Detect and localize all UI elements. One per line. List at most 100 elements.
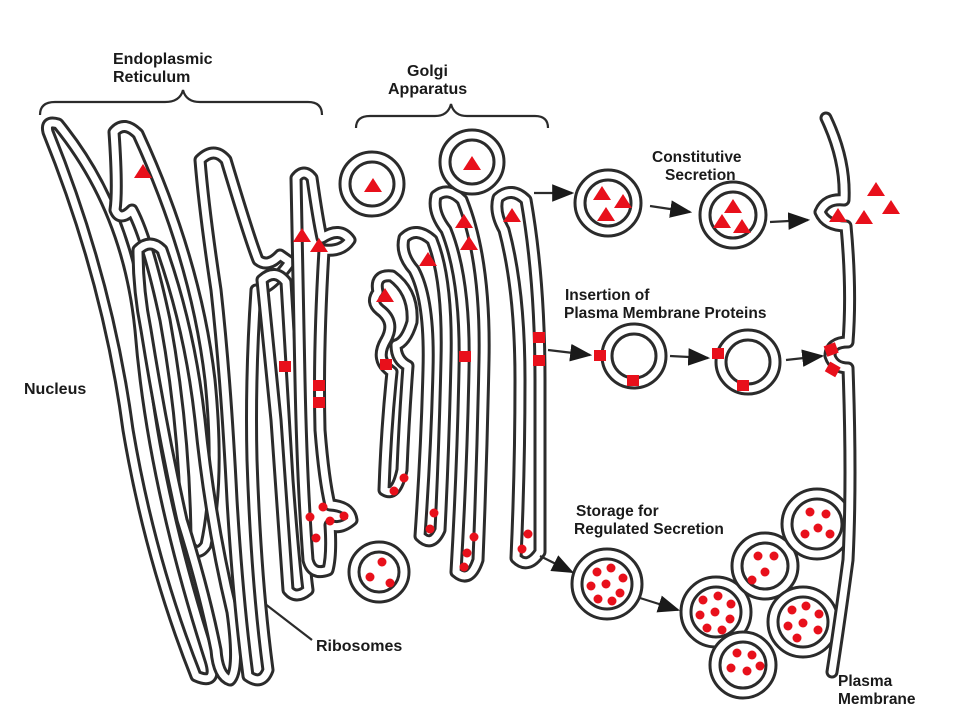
cargo-dot [801,601,811,611]
cargo-triangle [419,252,437,266]
golgi-label-line2: Apparatus [388,81,467,98]
er-label-line2: Reticulum [113,69,190,86]
cargo-dot [695,610,705,620]
er-bracket [38,89,324,116]
cargo-dot [469,532,479,542]
cargo-dot [800,529,810,539]
cargo-dot [615,588,625,598]
cargo-triangle [597,207,615,221]
cargo-dot [792,633,802,643]
cargo-dot [760,567,770,577]
cargo-triangle [882,200,900,214]
regulated-granule-cargo [305,473,835,676]
cargo-triangle [376,288,394,302]
cargo-dot [592,567,602,577]
arrow-storage-1-to-2 [639,595,681,613]
golgi-cisterna-1 [368,269,419,499]
cargo-dot [365,572,375,582]
membrane-protein-vesicle-1 [600,322,668,390]
cargo-dot [798,618,808,628]
cargo-triangle [713,214,731,228]
constitutive-label-line1: Constitutive [652,149,742,166]
cargo-triangle [293,228,311,242]
cargo-dot [325,516,335,526]
cargo-square [459,351,471,362]
cargo-dot [742,666,752,676]
cargo-triangle [855,210,873,224]
arrow-constitutive-to-membrane [769,212,811,230]
cargo-triangle [455,214,473,228]
cargo-dot [710,607,720,617]
cargo-dot [725,614,735,624]
cargo-triangle [364,178,382,192]
cargo-dot [318,502,328,512]
secretory-granule-6 [708,630,778,700]
cargo-triangle [460,236,478,250]
rough-er-cisterna-2 [131,237,243,687]
cargo-dot [601,579,611,589]
cargo-dot [606,563,616,573]
secretory-granule-1 [570,547,644,621]
cargo-dot [389,486,399,496]
cargo-dot [593,594,603,604]
er-label-line1: Endoplasmic [113,51,213,68]
cargo-triangle [614,194,632,208]
cargo-dot [717,625,727,635]
arrow-golgi-to-insertion [547,343,593,362]
cargo-dot [753,551,763,561]
arrow-golgi-to-storage [539,555,574,573]
ribosomes-label: Ribosomes [316,638,402,655]
insertion-label-line2: Plasma Membrane Proteins [564,305,766,322]
cargo-square [533,332,545,343]
cargo-dot [825,529,835,539]
secretory-protein-cargo [134,156,900,302]
cargo-dot [747,575,757,585]
cargo-dot [702,623,712,633]
cargo-dot [517,544,527,554]
cargo-dot [813,625,823,635]
cargo-square [533,355,545,366]
cargo-dot [726,663,736,673]
cargo-dot [747,650,757,660]
rough-er-cisterna-3 [193,146,297,687]
cargo-dot [787,605,797,615]
cargo-triangle [593,186,611,200]
plasma-membrane-label-line1: Plasma [838,673,893,690]
cargo-dot [586,581,596,591]
cargo-dot [377,557,387,567]
plasma-membrane-label-line2: Membrane [838,691,916,708]
constitutive-vesicle-2 [698,180,768,250]
cargo-dot [755,661,765,671]
cargo-dot [429,508,439,518]
membrane-protein-cargo [279,332,841,408]
cargo-dot [305,512,315,522]
cargo-triangle [310,238,328,252]
storage-label-line2: Regulated Secretion [574,521,724,538]
cargo-square [594,350,606,361]
golgi-bracket [354,103,550,129]
cargo-dot [814,609,824,619]
golgi-cisterna-4 [490,186,547,570]
nuclear-envelope [41,116,219,686]
cargo-square [627,375,639,386]
golgi-cisterna-2 [396,226,453,548]
cargo-dot [805,507,815,517]
cargo-dot [399,473,409,483]
transitional-er-cisterna [289,166,359,579]
cargo-dot [821,509,831,519]
cargo-dot [607,596,617,606]
cargo-dot [462,548,472,558]
cargo-dot [425,524,435,534]
rough-er-cisterna-4 [255,268,315,602]
cargo-triangle [867,182,885,196]
cargo-dot [783,621,793,631]
secretory-granule-2 [679,575,753,649]
transport-vesicle-2 [438,128,506,196]
cargo-dot [618,573,628,583]
cargo-triangle [724,199,742,213]
arrow-insertion-1-to-2 [669,348,711,366]
cargo-square [712,348,724,359]
arrow-insertion-to-membrane [785,349,825,367]
golgi-apparatus [368,185,547,583]
